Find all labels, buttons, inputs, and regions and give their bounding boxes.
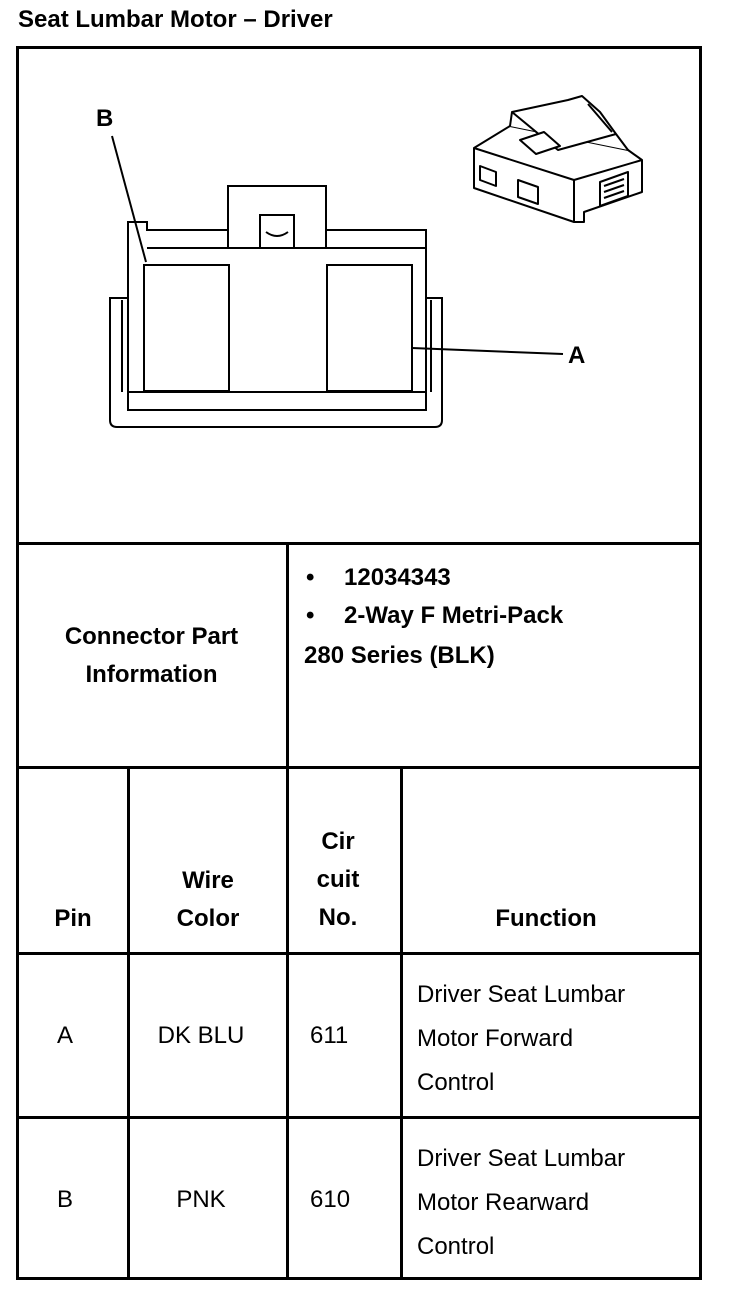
divider-row-a-bottom bbox=[16, 1116, 702, 1119]
row-b-pin: B bbox=[56, 1186, 73, 1213]
row-a-function-line3: Control bbox=[417, 1069, 495, 1096]
row-a-function: Driver Seat Lumbar Motor Forward Control bbox=[417, 973, 625, 1105]
divider-diagram-bottom bbox=[16, 542, 702, 545]
header-circuit-line3: No. bbox=[318, 904, 358, 931]
row-a-function-line1: Driver Seat Lumbar bbox=[417, 981, 626, 1008]
divider-info-bottom bbox=[16, 766, 702, 769]
divider-col-circuit bbox=[400, 766, 403, 1280]
divider-col-wire bbox=[286, 766, 289, 1280]
connector-description-line2: 280 Series (BLK) bbox=[304, 642, 495, 669]
connector-info-heading-line1: Connector Part bbox=[64, 623, 239, 650]
row-b-function-line3: Control bbox=[417, 1233, 495, 1260]
header-circuit-number: Cir cuit No. bbox=[289, 823, 387, 937]
pin-b-callout: B bbox=[96, 105, 114, 132]
page-title: Seat Lumbar Motor – Driver bbox=[18, 6, 333, 33]
row-a-circuit: 611 bbox=[310, 1022, 349, 1049]
divider-header-bottom bbox=[16, 952, 702, 955]
connector-info-heading: Connector Part Information bbox=[19, 618, 284, 694]
divider-col-pin bbox=[127, 766, 130, 1280]
divider-info-column bbox=[286, 542, 289, 769]
row-b-function: Driver Seat Lumbar Motor Rearward Contro… bbox=[417, 1137, 625, 1269]
row-b-circuit: 610 bbox=[310, 1186, 351, 1213]
row-b-function-line2: Motor Rearward bbox=[417, 1189, 590, 1216]
connector-info-heading-line2: Information bbox=[85, 661, 218, 688]
header-circuit-line2: cuit bbox=[316, 866, 360, 893]
connector-diagram bbox=[109, 95, 643, 428]
header-circuit-line1: Cir bbox=[321, 828, 355, 855]
pin-a-callout: A bbox=[568, 342, 586, 369]
row-a-pin: A bbox=[56, 1022, 73, 1049]
row-a-function-line2: Motor Forward bbox=[417, 1025, 574, 1052]
connector-table-frame bbox=[16, 46, 702, 1280]
header-wire-color-line1: Wire bbox=[182, 867, 234, 894]
row-b-wire-color: PNK bbox=[176, 1186, 226, 1213]
bullet-part-number: • bbox=[306, 564, 315, 591]
row-b-function-line1: Driver Seat Lumbar bbox=[417, 1145, 626, 1172]
header-wire-color: Wire Color bbox=[130, 862, 286, 938]
header-function: Function bbox=[495, 905, 597, 932]
bullet-description: • bbox=[306, 602, 315, 629]
connector-description-line1: 2-Way F Metri-Pack bbox=[344, 602, 564, 629]
row-a-wire-color: DK BLU bbox=[157, 1022, 245, 1049]
header-wire-color-line2: Color bbox=[176, 905, 240, 932]
header-pin: Pin bbox=[54, 905, 92, 932]
part-number: 12034343 bbox=[344, 564, 451, 591]
